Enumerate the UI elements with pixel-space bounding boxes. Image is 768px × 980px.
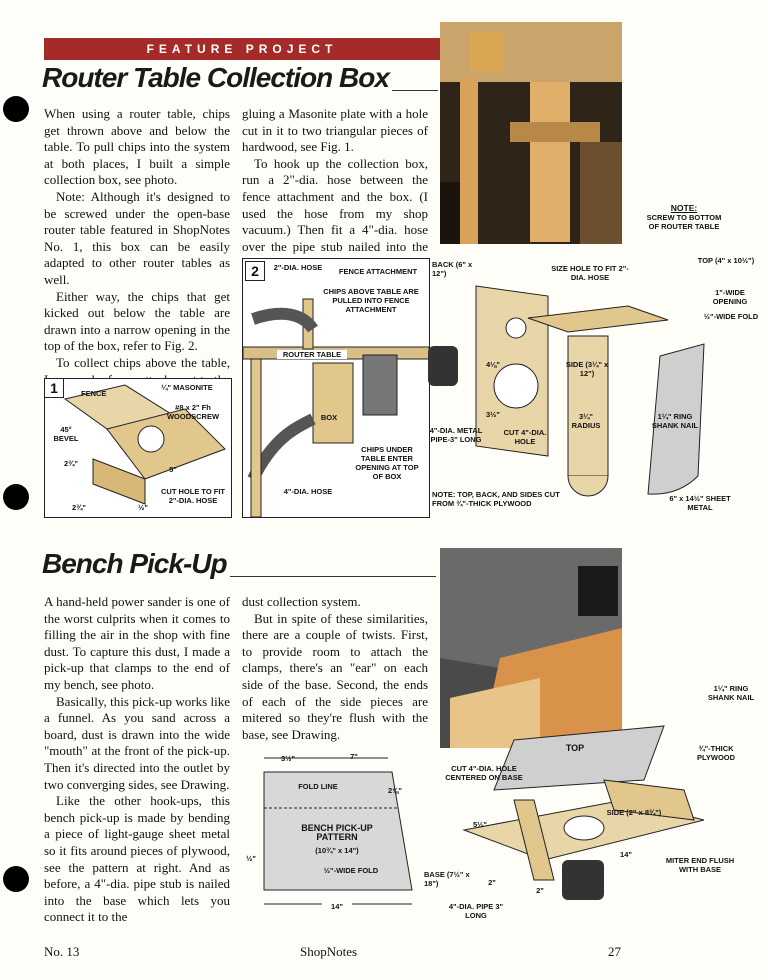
paragraph: Basically, this pick-up works like a fun… <box>44 693 230 792</box>
binder-hole <box>3 866 29 892</box>
binder-hole <box>3 96 29 122</box>
label-top: TOP <box>565 743 585 753</box>
label-plywood: ¾"-THICK PLYWOOD <box>696 744 736 762</box>
section-banner: FEATURE PROJECT <box>44 38 440 60</box>
label-dimension: 3½" <box>486 410 500 419</box>
label-sheet-metal: 6" x 14½" SHEET METAL <box>669 494 731 512</box>
article-column: dust collection system. But in spite of … <box>242 594 428 743</box>
label-top: TOP (4" x 10½") <box>697 256 755 265</box>
label-dimension: 2" <box>536 886 544 895</box>
label-side: SIDE (2" x 8¾") <box>606 808 662 817</box>
label-dimension: 4⅛" <box>486 360 500 369</box>
label-ring-shank-nail: 1¼" RING SHANK NAIL <box>707 684 755 702</box>
label-back: BACK (6" x 12") <box>432 260 473 278</box>
dim-label: 2⅝" <box>388 786 402 795</box>
title-rule <box>230 576 436 577</box>
label-dimension: 14" <box>620 850 632 859</box>
bench-pickup-drawing: 1¼" RING SHANK NAIL ¾"-THICK PLYWOOD TOP… <box>424 680 764 928</box>
dim-label: ½" <box>246 854 256 863</box>
label-chips-under: CHIPS UNDER TABLE ENTER OPENING AT TOP O… <box>355 445 419 481</box>
label-dimension: 5" <box>169 465 177 474</box>
label-miter-end: MITER END FLUSH WITH BASE <box>665 856 735 874</box>
label-router-table: ROUTER TABLE <box>277 350 347 359</box>
article-column: When using a router table, chips get thr… <box>44 106 230 405</box>
label-side: SIDE (3¼" x 12") <box>565 360 609 378</box>
label-dimension: 2¾" <box>64 459 78 468</box>
collection-box-drawing: BACK (6" x 12") SIZE HOLE TO FIT 2"-DIA.… <box>428 256 762 518</box>
label-dimension: 2" <box>488 878 496 887</box>
label-fence: FENCE <box>81 389 107 398</box>
article-column: gluing a Masonite plate with a hole cut … <box>242 106 428 272</box>
figure-2: 2 2"-DIA. HOSE FENCE ATTACHMENT CHIPS AB… <box>242 258 430 518</box>
label-opening: 1"-WIDE OPENING <box>712 288 748 306</box>
bench-pickup-photo <box>440 548 622 748</box>
drawing-note: NOTE: TOP, BACK, AND SIDES CUT FROM ¾"-T… <box>432 490 560 508</box>
label-box: BOX <box>320 413 338 422</box>
label-metal-pipe: 4"-DIA. METAL PIPE-3" LONG <box>429 426 483 444</box>
label-woodscrew: #8 x 2" Fh WOODSCREW <box>166 403 220 421</box>
label-masonite: ¼" MASONITE <box>161 383 213 392</box>
label-bevel: 45° BEVEL <box>53 425 79 443</box>
dim-label: 3½" <box>281 754 295 763</box>
label-chips-above: CHIPS ABOVE TABLE ARE PULLED INTO FENCE … <box>323 287 419 314</box>
footer-issue: No. 13 <box>44 944 80 959</box>
paragraph: When using a router table, chips get thr… <box>44 106 230 188</box>
pickup-pattern-drawing: 3½" 7" 2⅝" ½" 14" FOLD LINE BENCH PICK-U… <box>238 746 428 916</box>
label-dimension: 2¾" <box>72 503 86 512</box>
footer-page-number: 27 <box>608 944 621 959</box>
paragraph: A hand-held power sander is one of the w… <box>44 594 230 692</box>
label-dimension: 5½" <box>473 820 487 829</box>
paragraph: Like the other hook-ups, this bench pick… <box>44 793 230 925</box>
label-dimension: ½" <box>138 503 148 512</box>
article-title: Router Table Collection Box <box>42 62 390 93</box>
pattern-size: (10¾" x 14") <box>315 846 359 855</box>
figure-1: 1 FENCE ¼" MASONITE #8 x 2" Fh WOODSCREW… <box>44 378 232 518</box>
label-cut-hole: CUT HOLE TO FIT 2"-DIA. HOSE <box>160 487 226 505</box>
binder-hole <box>3 484 29 510</box>
paragraph: gluing a Masonite plate with a hole cut … <box>242 106 428 155</box>
paragraph: Note: Although it's designed to be screw… <box>44 188 230 287</box>
fold-line-label: FOLD LINE <box>298 782 338 791</box>
dim-label: 14" <box>322 902 352 911</box>
note-text: SCREW TO BOTTOM OF ROUTER TABLE <box>646 213 722 231</box>
figure-number: 1 <box>44 378 64 398</box>
label-radius: 3¼" RADIUS <box>571 412 601 430</box>
label-fence-attachment: FENCE ATTACHMENT <box>338 267 418 276</box>
article-title: Bench Pick-Up <box>42 548 228 579</box>
title-rule <box>392 90 438 91</box>
note: NOTE: SCREW TO BOTTOM OF ROUTER TABLE <box>644 203 724 232</box>
dim-label: 7" <box>350 752 358 761</box>
paragraph: But in spite of these similarities, ther… <box>242 610 428 742</box>
article-column: A hand-held power sander is one of the w… <box>44 594 230 926</box>
label-fold: ½"-WIDE FOLD <box>703 312 759 321</box>
pattern-title: BENCH PICK-UP PATTERN <box>301 823 373 842</box>
paragraph: Either way, the chips that get kicked ou… <box>44 288 230 354</box>
figure-number: 2 <box>245 261 265 281</box>
fold-note: ½"-WIDE FOLD <box>323 866 379 875</box>
label-hole-size: SIZE HOLE TO FIT 2"-DIA. HOSE <box>551 264 629 282</box>
label-4in-hose: 4"-DIA. HOSE <box>283 487 333 496</box>
label-ring-shank-nail: 1¼" RING SHANK NAIL <box>651 412 699 430</box>
router-table-photo <box>440 22 622 244</box>
footer-magazine: ShopNotes <box>300 944 358 959</box>
label-pipe: 4"-DIA. PIPE 3" LONG <box>448 902 504 920</box>
label-cut-hole: CUT 4"-DIA. HOLE <box>503 428 547 446</box>
label-hose: 2"-DIA. HOSE <box>273 263 323 272</box>
paragraph: dust collection system. <box>242 594 361 609</box>
note-title: NOTE: <box>670 203 698 213</box>
label-cut-hole: CUT 4"-DIA. HOLE CENTERED ON BASE <box>445 764 523 782</box>
paragraph: To hook up the collection box, run a 2"-… <box>242 155 428 271</box>
label-base: BASE (7½" x 18") <box>424 870 470 888</box>
